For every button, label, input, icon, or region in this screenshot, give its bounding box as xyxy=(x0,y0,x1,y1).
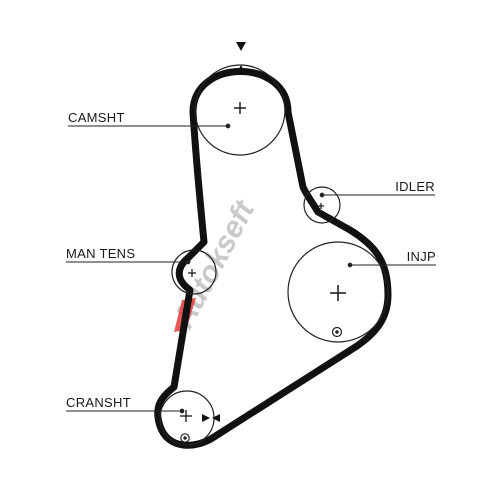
camshaft-pulley xyxy=(194,64,286,156)
injection-pump-timing-dot-icon xyxy=(335,330,339,334)
idler-center-icon xyxy=(318,203,324,209)
label-tensioner: MAN TENS xyxy=(66,246,135,261)
leader-lines xyxy=(66,123,436,414)
injection-pump-center-icon xyxy=(330,285,346,301)
tensioner-center-icon xyxy=(188,269,196,277)
crankshaft-timing-arrow-outer-icon xyxy=(212,414,220,422)
timing-mark-arrow-down-icon xyxy=(236,42,246,51)
injection-pump-timing-mark-icon xyxy=(331,326,343,338)
tensioner-pulley xyxy=(171,249,217,295)
label-camshaft: CAMSHT xyxy=(68,110,125,125)
crankshaft-timing-mark-icon xyxy=(180,433,190,443)
timing-belt xyxy=(154,68,392,449)
label-crankshaft: CRANSHT xyxy=(66,395,131,410)
label-idler: IDLER xyxy=(395,179,435,194)
camshaft-center-icon xyxy=(234,102,246,114)
label-injection-pump: INJP xyxy=(407,249,436,264)
injection-pump-pulley xyxy=(287,241,389,343)
crankshaft-center-icon xyxy=(180,410,192,422)
crankshaft-timing-dot-icon xyxy=(183,436,187,440)
idler-pulley xyxy=(303,186,341,224)
timing-mark-arrow-up-icon xyxy=(236,65,246,74)
crankshaft-timing-arrow-icon xyxy=(202,414,210,422)
